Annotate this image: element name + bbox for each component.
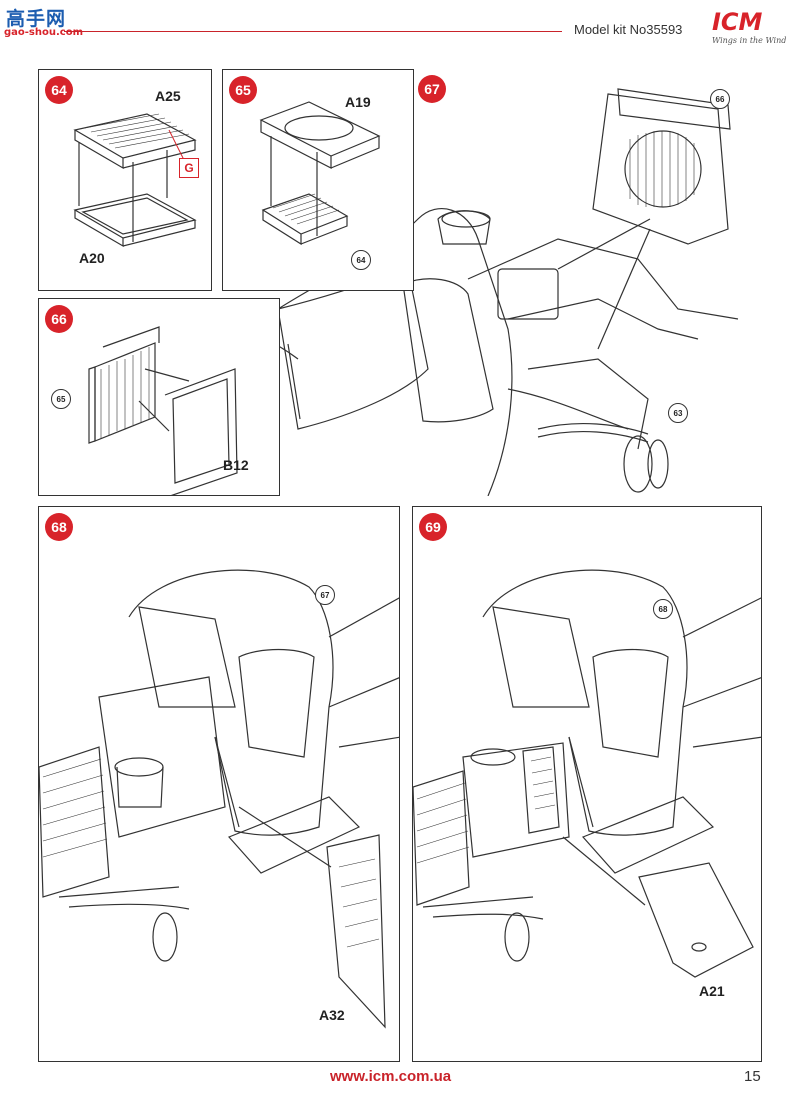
part-label-a25: A25 — [155, 88, 181, 104]
step-69-ref-68: 68 — [653, 599, 673, 619]
step-67-badge: 67 — [418, 75, 446, 103]
part-label-a20: A20 — [79, 250, 105, 266]
step-68-badge: 68 — [45, 513, 73, 541]
step-64-panel: 64 A25 G A20 — [38, 69, 212, 291]
step-67-ref-66: 66 — [710, 89, 730, 109]
page-number: 15 — [744, 1068, 761, 1085]
step-66-panel: 66 65 B12 — [38, 298, 280, 496]
step-64-illustration — [73, 113, 197, 248]
step-66-illustration — [88, 326, 238, 495]
part-label-a32: A32 — [319, 1007, 345, 1023]
step-66-badge: 66 — [45, 305, 73, 333]
step-69-badge: 69 — [419, 513, 447, 541]
step-69-panel: 69 68 A21 — [412, 506, 762, 1062]
header-rule — [64, 31, 562, 32]
paint-code-g: G — [179, 158, 199, 178]
step-65-badge: 65 — [229, 76, 257, 104]
step-69-illustration — [413, 569, 761, 978]
kit-label: Model kit No35593 — [574, 22, 683, 37]
brand-slogan: Wings in the Wind — [712, 36, 787, 45]
step-64-badge: 64 — [45, 76, 73, 104]
step-68-illustration — [39, 569, 399, 1029]
step-67-illustration — [157, 88, 739, 496]
watermark-subtitle: gao-shou.com — [4, 27, 84, 38]
step-66-ref-65: 65 — [51, 389, 71, 409]
part-label-a21: A21 — [699, 983, 725, 999]
watermark-title: 高手网 — [6, 8, 67, 30]
step-65-ref-64: 64 — [351, 250, 371, 270]
step-67-ref-63: 63 — [668, 403, 688, 423]
step-68-ref-67: 67 — [315, 585, 335, 605]
part-label-b12: B12 — [223, 457, 249, 473]
step-65-panel: 65 A19 64 — [222, 69, 414, 291]
part-label-a19: A19 — [345, 94, 371, 110]
step-65-illustration — [259, 101, 381, 246]
step-68-panel: 68 67 A32 — [38, 506, 400, 1062]
footer-url: www.icm.com.ua — [330, 1068, 452, 1085]
brand-name: ICM — [712, 8, 763, 36]
